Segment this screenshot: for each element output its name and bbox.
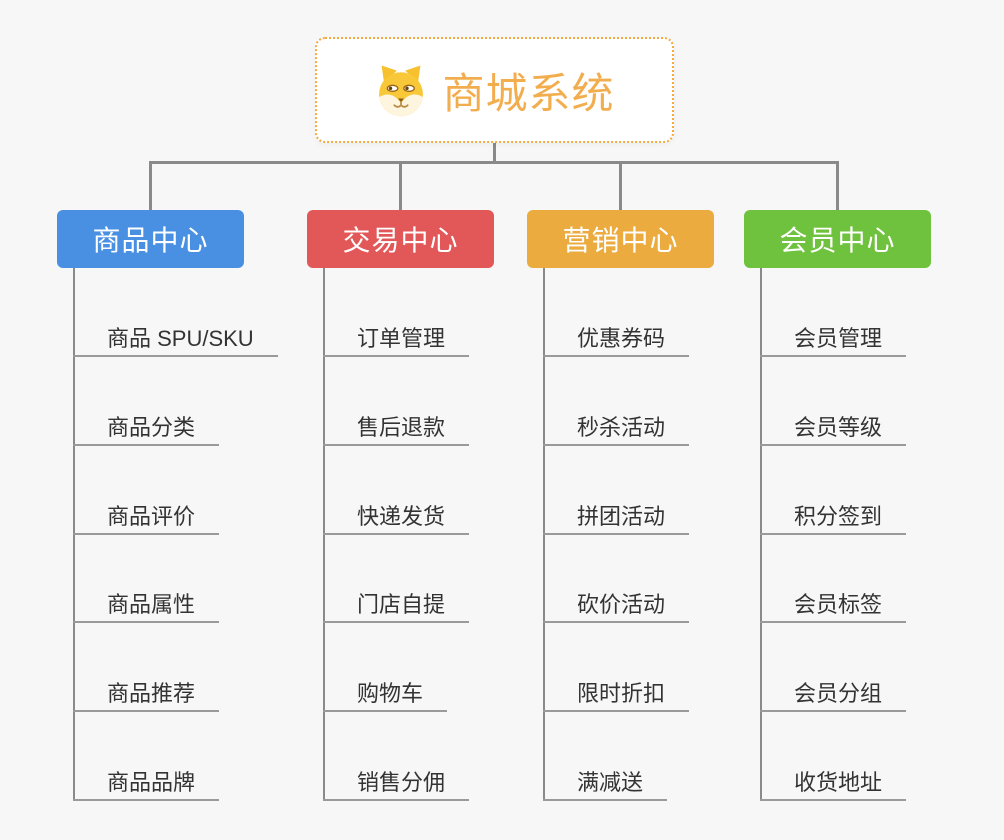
mindmap-node-item[interactable]: 门店自提 [323, 589, 470, 623]
mindmap-node-item[interactable]: 会员等级 [760, 412, 907, 446]
mindmap-node-item[interactable]: 拼团活动 [543, 501, 690, 535]
mindmap-node-item[interactable]: 快递发货 [323, 501, 470, 535]
mindmap-node-item[interactable]: 满减送 [543, 767, 668, 801]
branch-label: 交易中心 [342, 225, 459, 256]
mindmap-node-item[interactable]: 限时折扣 [543, 678, 690, 712]
mindmap-node-item[interactable]: 商品推荐 [73, 678, 220, 712]
mindmap-node-item[interactable]: 商品 SPU/SKU [73, 323, 278, 357]
branch-header-2[interactable]: 交易中心 [307, 210, 494, 268]
mindmap-node-item[interactable]: 会员分组 [760, 678, 907, 712]
branch-header-3[interactable]: 营销中心 [527, 210, 714, 268]
root-connector-line [493, 141, 496, 164]
mindmap-node-item[interactable]: 积分签到 [760, 501, 907, 535]
branch-label: 营销中心 [562, 225, 679, 256]
mindmap-node-item[interactable]: 砍价活动 [543, 589, 690, 623]
mindmap-node-item[interactable]: 订单管理 [323, 323, 470, 357]
branch-label: 商品中心 [92, 225, 209, 256]
mindmap-node-item[interactable]: 商品属性 [73, 589, 220, 623]
branch-label: 会员中心 [779, 225, 896, 256]
root-node[interactable]: 商城系统 [315, 37, 674, 143]
mindmap-node-item[interactable]: 会员标签 [760, 589, 907, 623]
mindmap-node-item[interactable]: 优惠券码 [543, 323, 690, 357]
mindmap-node-item[interactable]: 商品评价 [73, 501, 220, 535]
branch-header-4[interactable]: 会员中心 [744, 210, 931, 268]
branch-connector-line [399, 161, 402, 210]
mindmap-node-item[interactable]: 秒杀活动 [543, 412, 690, 446]
branch-connector-line [149, 161, 152, 210]
mindmap-node-item[interactable]: 商品分类 [73, 412, 220, 446]
root-title: 商城系统 [442, 69, 615, 117]
branch-connector-line [619, 161, 622, 210]
mindmap-node-item[interactable]: 商品品牌 [73, 767, 220, 801]
mindmap-node-item[interactable]: 购物车 [323, 678, 448, 712]
shiba-dog-icon [379, 65, 424, 117]
trunk-connector-line [149, 161, 839, 164]
mindmap-node-item[interactable]: 会员管理 [760, 323, 907, 357]
branch-connector-line [836, 161, 839, 210]
branch-header-1[interactable]: 商品中心 [57, 210, 244, 268]
mindmap-node-item[interactable]: 销售分佣 [323, 767, 470, 801]
mindmap-node-item[interactable]: 收货地址 [760, 767, 907, 801]
mindmap-node-item[interactable]: 售后退款 [323, 412, 470, 446]
